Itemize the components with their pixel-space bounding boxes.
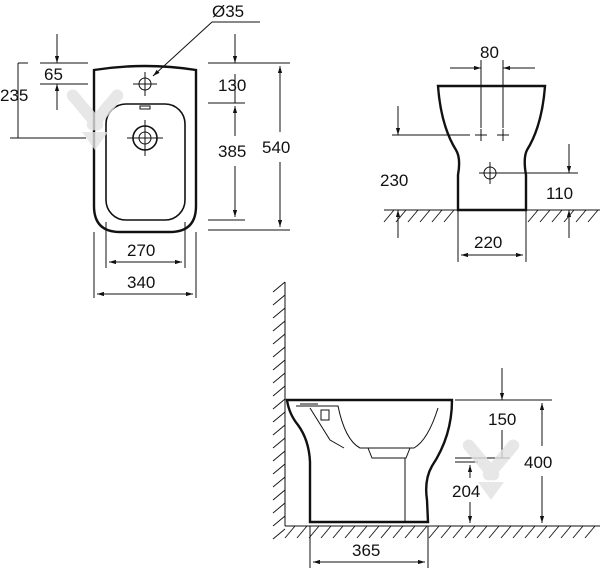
dim-total-height: 400 <box>524 453 552 472</box>
watermark-logo-right <box>462 439 520 500</box>
dim-height-right: 110 <box>546 184 573 203</box>
dim-outer-width: 340 <box>127 273 155 292</box>
dim-total-length: 540 <box>262 138 290 157</box>
wall-hatch <box>272 281 286 540</box>
dim-offset-top: 65 <box>44 65 63 84</box>
front-outline <box>436 84 547 212</box>
dim-right-upper: 130 <box>218 76 246 95</box>
floor-hatch-front <box>383 209 599 223</box>
dim-diameter: Ø35 <box>212 2 244 21</box>
dim-top-width: 80 <box>480 43 499 62</box>
bidet-outer-outline <box>92 64 198 234</box>
dim-inner-width: 270 <box>127 241 155 260</box>
side-bowl-contour <box>296 405 439 449</box>
dim-base-width: 220 <box>474 233 502 252</box>
dim-right-middle: 385 <box>218 142 246 161</box>
dim-lower-height: 204 <box>452 482 480 501</box>
dim-height-left: 230 <box>380 171 408 190</box>
watermark-logo-left <box>66 89 124 150</box>
side-view: 150 400 204 365 <box>272 281 600 568</box>
dim-upper-right: 150 <box>488 410 516 429</box>
bidet-inner-bowl <box>105 103 186 221</box>
dim-offset-left: 235 <box>0 86 28 105</box>
dim-depth: 365 <box>352 541 380 560</box>
side-outline <box>285 398 454 524</box>
top-view: Ø35 65 235 130 385 540 270 340 <box>0 2 290 298</box>
floor-hatch-side <box>284 525 596 539</box>
front-view: 80 230 110 220 <box>380 43 600 262</box>
